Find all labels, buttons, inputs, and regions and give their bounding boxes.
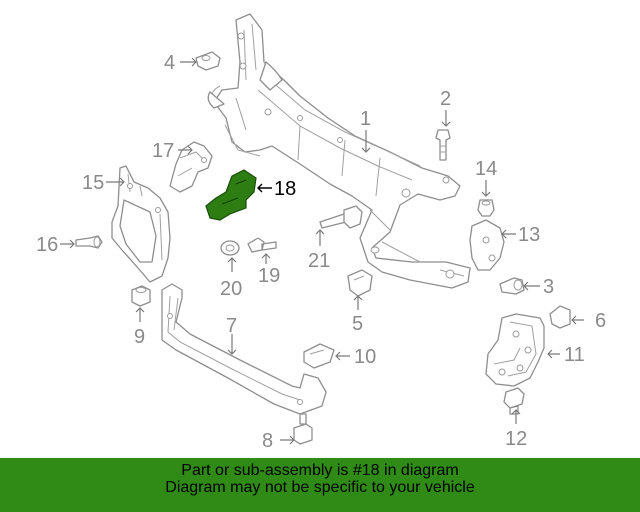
part-6-clip bbox=[549, 305, 571, 329]
part-5-clip bbox=[347, 269, 373, 297]
callout-5: 5 bbox=[352, 313, 363, 335]
callout-12: 12 bbox=[505, 428, 527, 450]
callout-8: 8 bbox=[262, 430, 273, 452]
callout-6: 6 bbox=[595, 310, 606, 332]
callout-17: 17 bbox=[152, 140, 174, 162]
part-4-bolt bbox=[195, 51, 221, 71]
part-19-bolt bbox=[247, 237, 277, 253]
banner-disclaimer: Diagram may not be specific to your vehi… bbox=[165, 479, 475, 496]
part-15-side-bracket bbox=[111, 165, 171, 283]
part-9-bolt bbox=[131, 285, 151, 307]
part-14-nut bbox=[477, 199, 495, 217]
callout-10: 10 bbox=[354, 346, 376, 368]
part-3-bolt bbox=[499, 277, 525, 295]
callout-13: 13 bbox=[518, 224, 540, 246]
part-17-bracket bbox=[169, 141, 213, 193]
part-10-clip bbox=[303, 343, 335, 369]
exploded-parts-diagram: 1 2 3 4 5 6 7 8 9 10 11 12 13 14 15 16 1… bbox=[36, 13, 606, 452]
callout-4: 4 bbox=[164, 52, 175, 74]
part-12-bolt bbox=[503, 387, 525, 415]
part-18-bracket-highlighted bbox=[205, 169, 257, 221]
banner-part-note: Part or sub-assembly is #18 in diagram bbox=[181, 462, 459, 479]
callout-16: 16 bbox=[36, 234, 58, 256]
callout-11: 11 bbox=[564, 344, 585, 366]
callout-7: 7 bbox=[226, 315, 237, 337]
callout-15: 15 bbox=[82, 172, 104, 194]
callout-1: 1 bbox=[360, 108, 371, 130]
part-16-bolt bbox=[75, 235, 103, 249]
callout-labels: 1 2 3 4 5 6 7 8 9 10 11 12 13 14 15 16 1… bbox=[36, 52, 606, 452]
part-7-lower-bracket bbox=[161, 283, 327, 415]
leader-lines bbox=[60, 57, 584, 445]
part-21-stud bbox=[319, 205, 363, 229]
callout-9: 9 bbox=[134, 326, 145, 348]
part-2-bolt bbox=[435, 129, 451, 161]
part-8-bolt bbox=[293, 413, 313, 445]
callout-20: 20 bbox=[220, 278, 242, 300]
callout-18: 18 bbox=[274, 178, 296, 200]
info-banner: Part or sub-assembly is #18 in diagram D… bbox=[0, 458, 640, 512]
callout-3: 3 bbox=[543, 276, 554, 298]
part-20-washer bbox=[220, 240, 240, 256]
callout-21: 21 bbox=[308, 250, 330, 272]
callout-2: 2 bbox=[440, 88, 451, 110]
part-13-plate bbox=[469, 219, 505, 271]
part-11-latch bbox=[485, 313, 545, 387]
part-subframe bbox=[207, 13, 471, 289]
callout-14: 14 bbox=[475, 158, 497, 180]
callout-19: 19 bbox=[258, 265, 280, 287]
